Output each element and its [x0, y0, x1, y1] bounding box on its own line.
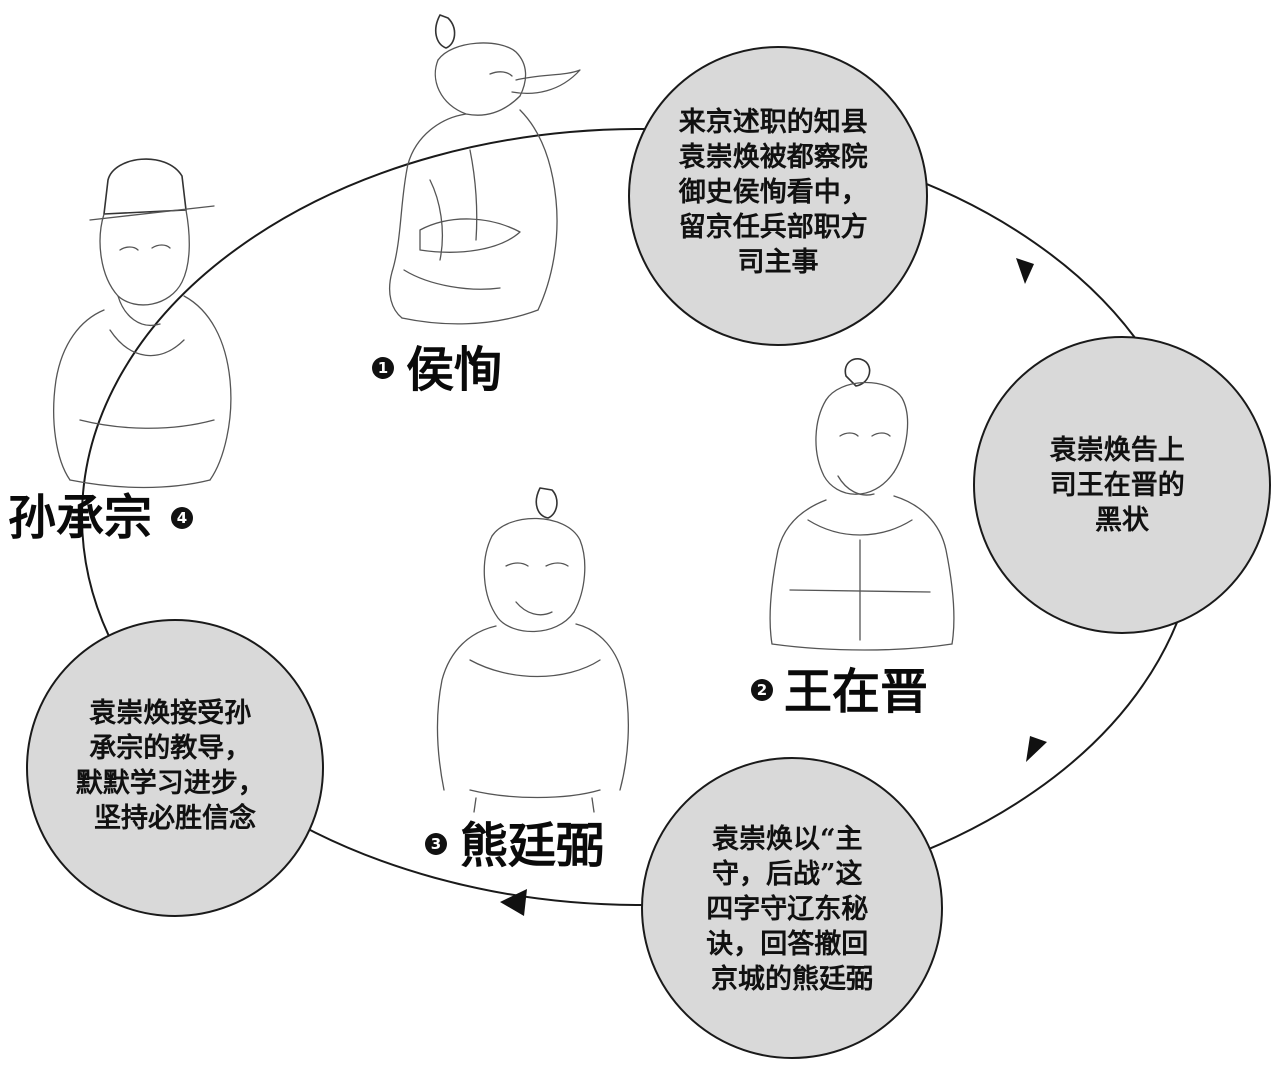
name-sunchengzong: 孙承宗 — [8, 490, 152, 546]
bubble-xiongtingbi-line-5: 京城的熊廷弼 — [711, 963, 873, 995]
bubble-houxun-line-5: 司主事 — [738, 247, 819, 278]
arrow-right-bottom-icon — [1026, 736, 1047, 762]
bubble-sunchengzong-text: 袁崇焕接受孙 承宗的教导， 默默学习进步， 坚持必胜信念 — [76, 697, 274, 834]
bubble-houxun-line-2: 袁崇焕被都察院 — [678, 141, 868, 173]
name-wangzaijin: 王在晋 — [784, 664, 928, 720]
number-badge-3-text: 3 — [431, 835, 441, 853]
number-badge-4-text: 4 — [177, 509, 187, 527]
portrait-wangzaijin-icon — [769, 358, 955, 651]
name-xiongtingbi: 熊廷弼 — [460, 818, 604, 874]
name-houxun: 侯恂 — [406, 342, 502, 398]
bubble-sunchengzong: 袁崇焕接受孙 承宗的教导， 默默学习进步， 坚持必胜信念 — [26, 619, 324, 917]
label-xiongtingbi: 3 熊廷弼 — [425, 818, 604, 874]
bubble-houxun-text: 来京述职的知县 袁崇焕被都察院 御史侯恂看中， 留京任兵部职方 司主事 — [678, 106, 877, 278]
number-badge-2-text: 2 — [757, 681, 767, 699]
bubble-xiongtingbi-line-4: 诀，回答撤回 — [706, 928, 868, 960]
number-badge-1 — [372, 357, 394, 379]
arrow-bottom-left-icon — [500, 889, 527, 916]
number-badge-3 — [425, 833, 447, 855]
portrait-xiongtingbi-icon — [436, 487, 630, 813]
portrait-houxun-icon — [388, 14, 581, 325]
bubble-wangzaijin-line-1: 袁崇焕告上 — [1049, 435, 1185, 466]
bubble-wangzaijin-circle — [973, 336, 1271, 634]
label-wangzaijin: 2 王在晋 — [751, 664, 928, 720]
bubble-xiongtingbi-text: 袁崇焕以“主 守，后战”这 四字守辽东秘 诀，回答撤回 京城的熊廷弼 — [706, 824, 877, 995]
bubble-houxun-line-3: 御史侯恂看中， — [678, 177, 868, 208]
bubble-sunchengzong-line-1: 袁崇焕接受孙 — [88, 697, 251, 729]
bubble-wangzaijin-text: 袁崇焕告上 司王在晋的 黑状 — [1049, 435, 1194, 536]
bubble-sunchengzong-line-2: 承宗的教导， — [89, 732, 251, 764]
bubble-xiongtingbi-line-3: 四字守辽东秘 — [706, 893, 868, 925]
bubble-xiongtingbi-line-2: 守，后战”这 — [712, 858, 863, 890]
bubble-xiongtingbi: 袁崇焕以“主 守，后战”这 四字守辽东秘 诀，回答撤回 京城的熊廷弼 — [641, 757, 943, 1059]
bubble-wangzaijin: 袁崇焕告上 司王在晋的 黑状 — [973, 336, 1271, 634]
bubble-wangzaijin-line-2: 司王在晋的 — [1050, 469, 1185, 501]
bubble-sunchengzong-circle — [26, 619, 324, 917]
bubble-houxun-circle — [628, 46, 928, 346]
bubble-houxun: 来京述职的知县 袁崇焕被都察院 御史侯恂看中， 留京任兵部职方 司主事 — [628, 46, 928, 346]
bubble-wangzaijin-line-3: 黑状 — [1095, 505, 1150, 536]
number-badge-2 — [751, 679, 773, 701]
arrow-right-top-icon — [1016, 258, 1034, 284]
bubble-houxun-line-1: 来京述职的知县 — [679, 106, 868, 138]
number-badge-1-text: 1 — [378, 359, 388, 377]
bubble-xiongtingbi-circle — [641, 757, 943, 1059]
number-badge-4 — [171, 507, 193, 529]
portrait-sunchengzong-icon — [53, 158, 232, 489]
bubble-xiongtingbi-line-1: 袁崇焕以“主 — [711, 824, 863, 855]
bubble-houxun-line-4: 留京任兵部职方 — [679, 211, 868, 243]
label-sunchengzong: 孙承宗 4 — [8, 490, 193, 546]
label-houxun: 1 侯恂 — [372, 342, 502, 398]
bubble-sunchengzong-line-4: 坚持必胜信念 — [94, 802, 256, 834]
bubble-sunchengzong-line-3: 默默学习进步， — [76, 767, 265, 799]
